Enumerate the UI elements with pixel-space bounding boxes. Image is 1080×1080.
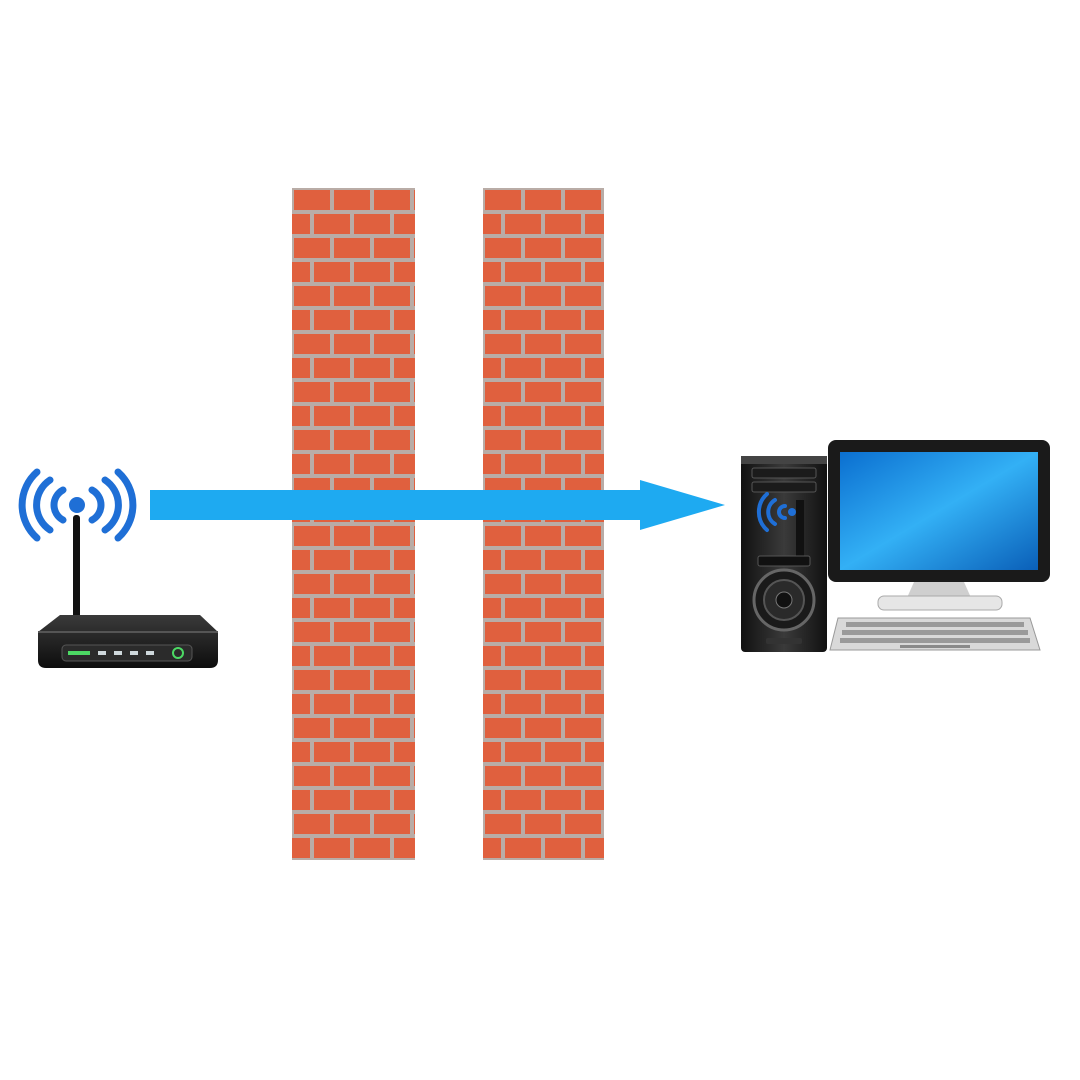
desktop-computer-icon (741, 440, 1050, 652)
wifi-badge-icon (756, 492, 787, 532)
pc-tower (741, 456, 827, 652)
brick-wall-right (483, 188, 604, 860)
keyboard-icon (829, 617, 1041, 651)
wifi-signal-icon (18, 468, 137, 542)
pc-monitor (828, 440, 1050, 611)
wifi-router-icon (18, 468, 218, 668)
brick-wall-left (292, 188, 415, 860)
signal-arrow (150, 480, 725, 530)
